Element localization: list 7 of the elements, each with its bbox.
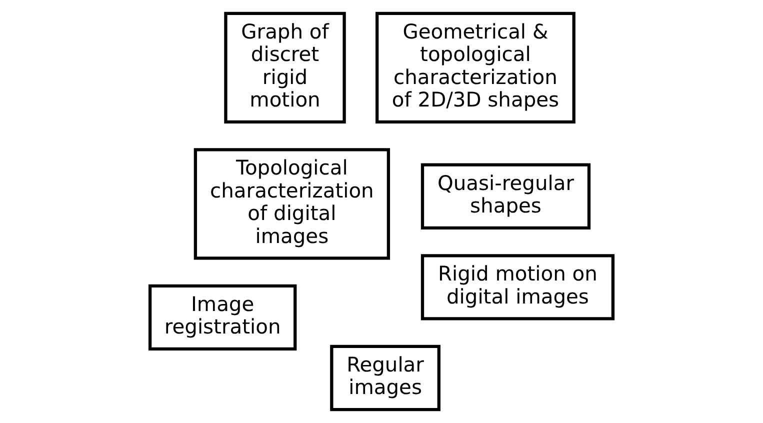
node-box: Quasi-regular shapes bbox=[420, 163, 591, 230]
node-box: Regular images bbox=[330, 344, 440, 412]
node-box: Graph of discret rigid motion bbox=[224, 12, 346, 124]
node-box: Geometrical & topological characterization of 2D/3D shapes bbox=[376, 12, 576, 124]
node-box: Rigid motion on digital images bbox=[420, 254, 615, 320]
node-box: Topological characterization of digital images bbox=[194, 148, 390, 260]
node-box: Image registration bbox=[148, 284, 297, 351]
